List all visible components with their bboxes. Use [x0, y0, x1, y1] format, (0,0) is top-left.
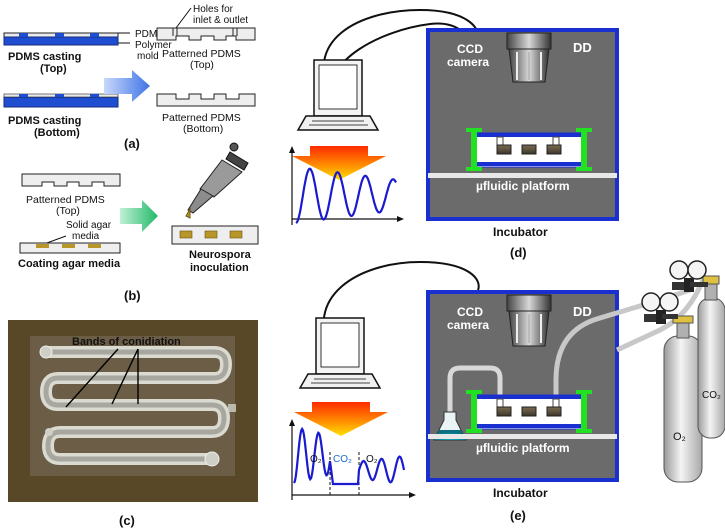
pdms-casting-bottom [3, 93, 119, 108]
microfluidic-chip-d [466, 128, 592, 171]
b-patterned-label-2: (Top) [56, 205, 80, 217]
solid-agar-label-2: media [72, 231, 100, 242]
laptop-icon [296, 59, 380, 131]
panel-b-label: (b) [124, 288, 141, 303]
polymer-mold-label-1: Polymer [135, 40, 172, 51]
co2-tank-icon: CO₂ [697, 275, 725, 439]
co2-regulator-icon [669, 260, 708, 292]
platform-e [428, 434, 617, 439]
casting-bottom-label-1: PDMS casting [8, 115, 81, 127]
patterned-bottom-label-2: (Bottom) [183, 123, 223, 135]
casting-top-label-1: PDMS casting [8, 51, 81, 63]
pdms-casting-top [3, 32, 119, 46]
pipette-icon [185, 142, 249, 219]
o2-regulator-icon [641, 292, 679, 324]
ccd-label-e-2: camera [447, 318, 489, 332]
co2-tank-label: CO₂ [702, 390, 721, 401]
dd-label-e: DD [573, 304, 592, 319]
laptop-icon-e [298, 317, 382, 389]
ccd-camera-icon-d [506, 32, 552, 83]
ccd-camera-icon-e [506, 294, 552, 347]
o2-tank-label: O₂ [673, 431, 686, 443]
solid-agar-label-1: Solid agar [66, 220, 112, 231]
coating-agar-label: Coating agar media [18, 258, 121, 270]
panel-a: PDMS Polymer mold PDMS casting (Top) PDM… [3, 4, 256, 151]
inoculation-label-2: inoculation [190, 262, 249, 274]
patterned-pdms-top [156, 27, 256, 41]
ccd-label-d-2: camera [447, 55, 489, 69]
pdms-label: PDMS [135, 29, 164, 40]
patterned-pdms-top-b [21, 173, 121, 187]
platform-d [428, 173, 617, 178]
incubator-label-d: Incubator [493, 225, 548, 239]
platform-label-d: µfluidic platform [476, 179, 570, 193]
ccd-label-d-1: CCD [457, 42, 483, 56]
panel-c-label: (c) [119, 513, 135, 528]
oscillation-plot-d [289, 146, 404, 225]
bands-label: Bands of conidiation [72, 336, 181, 348]
patterned-top-label-1: Patterned PDMS [162, 48, 241, 60]
panel-e-label: (e) [510, 508, 526, 523]
oscillation-plot-e: O₂ CO₂ O₂ [289, 419, 416, 500]
b-patterned-label-1: Patterned PDMS [26, 194, 105, 206]
panel-c: Bands of conidiation (c) [8, 320, 258, 528]
ccd-label-e-1: CCD [457, 305, 483, 319]
platform-label-e: µfluidic platform [476, 441, 570, 455]
process-arrow-b [120, 200, 158, 232]
o2-tank-icon: O₂ [663, 315, 703, 483]
panel-d: CCD camera DD µfluidic p [289, 8, 619, 260]
inoculation-label-1: Neurospora [189, 249, 252, 261]
patterned-pdms-bottom [156, 93, 256, 107]
patterned-bottom-label-1: Patterned PDMS [162, 112, 241, 124]
holes-label-1: Holes for [193, 4, 234, 15]
casting-bottom-label-2: (Bottom) [34, 127, 80, 139]
dd-label-d: DD [573, 40, 592, 55]
holes-label-2: inlet & outlet [193, 15, 248, 26]
signal-arrow-d [292, 146, 386, 180]
panel-e: O₂ CO₂ O₂ CCD camera DD [289, 260, 725, 523]
patterned-top-label-2: (Top) [190, 59, 214, 71]
polymer-mold-label-2: mold [137, 51, 159, 62]
casting-top-label-2: (Top) [40, 63, 67, 75]
o2-label-plot-1: O₂ [310, 454, 322, 465]
signal-arrow-e [294, 402, 388, 436]
o2-label-plot-2: O₂ [366, 454, 378, 465]
panel-b: Patterned PDMS (Top) Solid agar media Co… [18, 142, 259, 303]
co2-label-plot: CO₂ [333, 454, 352, 465]
microfluidic-chip-e [466, 390, 592, 433]
incubator-label-e: Incubator [493, 486, 548, 500]
process-arrow-a [104, 70, 150, 102]
panel-a-label: (a) [124, 136, 140, 151]
panel-d-label: (d) [510, 245, 527, 260]
